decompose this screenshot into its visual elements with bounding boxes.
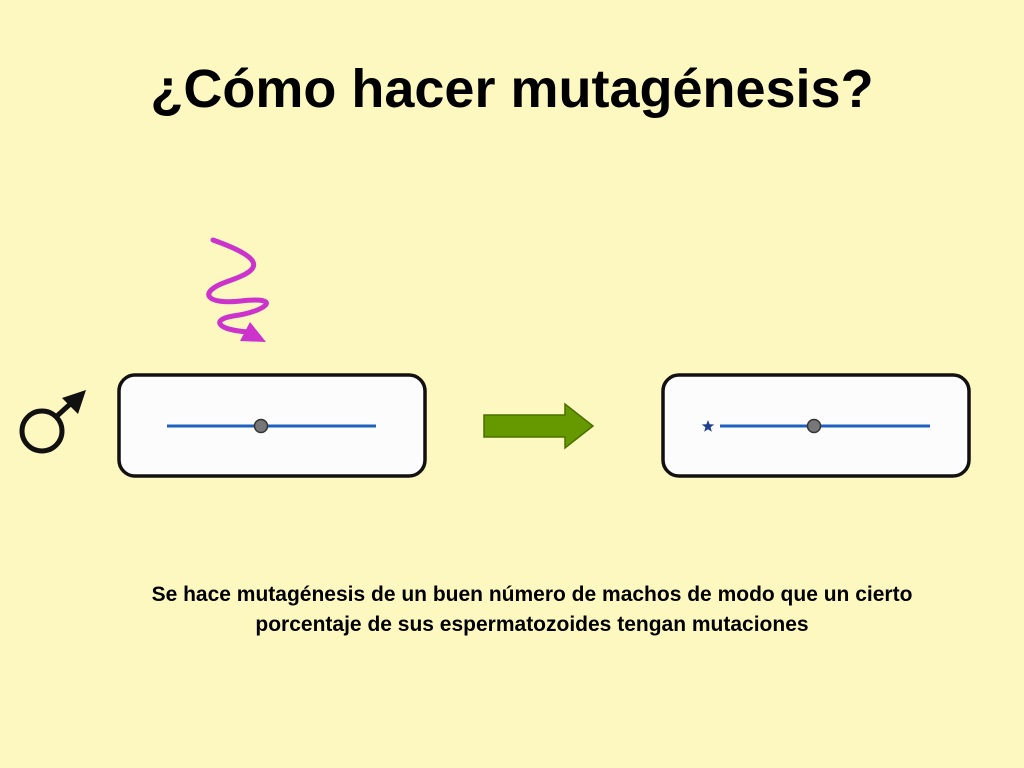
cell-before — [117, 373, 427, 478]
centromere-after — [806, 418, 822, 434]
right-arrow-icon — [483, 402, 595, 450]
centromere-before — [253, 418, 269, 434]
caption-line-2: porcentaje de sus espermatozoides tengan… — [255, 613, 809, 636]
star-icon — [701, 420, 715, 432]
radiation-wave-icon — [206, 237, 269, 342]
male-symbol-icon — [19, 390, 86, 454]
page-title: ¿Cómo hacer mutagénesis? — [150, 59, 874, 119]
cell-after — [661, 373, 971, 478]
caption-line-1: Se hace mutagénesis de un buen número de… — [151, 583, 913, 606]
caption: Se hace mutagénesis de un buen número de… — [40, 580, 1024, 640]
